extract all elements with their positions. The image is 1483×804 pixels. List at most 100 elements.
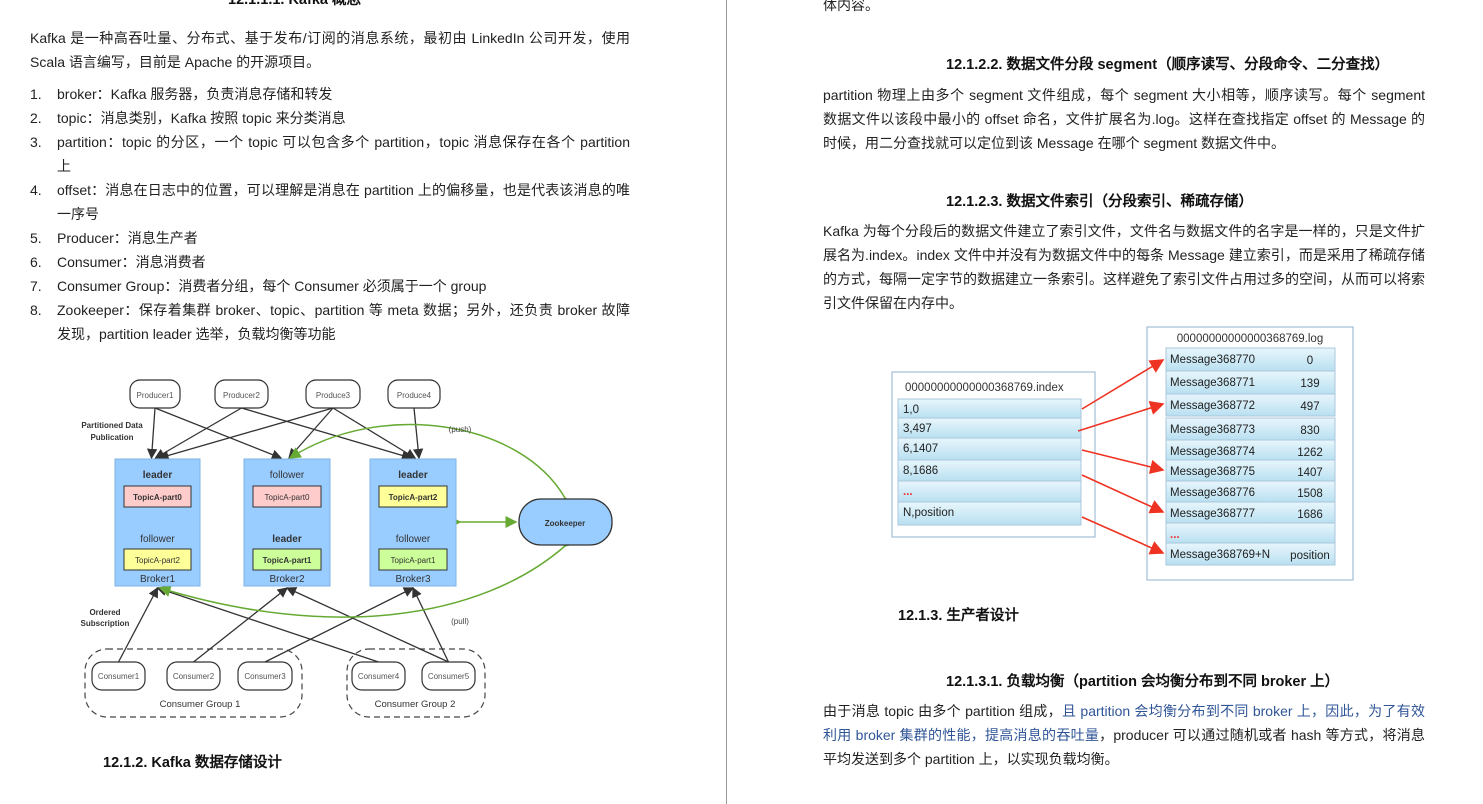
list-text: Consumer：消息消费者 [57,254,206,270]
log-row [1165,522,1336,544]
broker-name: Broker2 [269,574,304,585]
consumer-label: Consumer4 [358,672,400,681]
list-number: 3. [30,134,42,150]
list-text: partition：topic 的分区，一个 topic 可以包含多个 part… [57,134,630,174]
producer-node [214,379,269,409]
producer-label: Produce4 [397,391,432,400]
list-number: 8. [30,302,42,318]
broker-role-label: leader [143,470,173,481]
section-heading-index: 12.1.2.3. 数据文件索引（分段索引、稀疏存储） [946,194,1253,210]
list-number: 5. [30,230,42,246]
index-pointer-arrow [1081,359,1165,410]
index-pointer-arrow [1081,449,1165,474]
load-balance-paragraph: 由于消息 topic 由多个 partition 组成，且 partition … [823,699,1425,771]
broker-role-label: follower [140,534,175,545]
partition-label: TopicA-part0 [133,493,182,502]
zookeeper-pull-arrow [158,534,577,618]
partition-box [123,485,192,508]
list-number: 2. [30,110,42,126]
log-position: 0 [1307,355,1313,367]
producer-node [305,379,361,409]
list-text: broker：Kafka 服务器，负责消息存储和转发 [57,86,333,102]
list-text: offset：消息在日志中的位置，可以理解是消息在 partition 上的偏移… [57,182,630,222]
section-heading-load-balance: 12.1.3.1. 负载均衡（partition 会均衡分布到不同 broker… [946,674,1340,690]
segment-paragraph: partition 物理上由多个 segment 文件组成，每个 segment… [823,87,1425,151]
log-position: 1686 [1297,509,1323,521]
consumer-node [166,661,221,691]
log-position: 1262 [1297,447,1323,459]
publish-arrow [154,407,242,459]
publish-arrow [146,407,158,460]
continued-text: 体内容。 [823,0,879,13]
list-item: 6.Consumer：消息消费者 [30,250,630,274]
consumer-label: Consumer5 [428,672,470,681]
partition-box [378,485,448,508]
index-row [897,480,1082,503]
list-item: 5.Producer：消息生产者 [30,226,630,250]
partition-box [123,548,192,571]
list-item: 4. offset：消息在日志中的位置，可以理解是消息在 partition 上的… [30,178,630,226]
index-pointer-arrow [1077,401,1165,432]
partition-box [252,485,322,508]
list-number: 4. [30,182,42,198]
partition-label: TopicA-part2 [135,556,180,565]
producer-label: Producer2 [223,391,260,400]
list-item: 7.Consumer Group：消费者分组，每个 Consumer 必须属于一… [30,274,630,298]
publish-arrow [154,407,283,460]
partition-label: TopicA-part1 [263,556,312,565]
list-number: 1. [30,86,42,102]
index-pointer-arrow [1081,474,1165,514]
log-message-name: Message368776 [1170,487,1255,499]
consumer-label: Consumer1 [98,672,140,681]
section-heading-storage-design: 12.1.2. Kafka 数据存储设计 [103,755,282,771]
partition-label: TopicA-part0 [265,493,310,502]
publish-arrow [158,407,334,461]
producer-label: Produce3 [316,391,351,400]
index-row [897,398,1082,419]
list-text: Consumer Group：消费者分组，每个 Consumer 必须属于一个 … [57,278,487,294]
intro-paragraph: Kafka 是一种高吞吐量、分布式、基于发布/订阅的消息系统，最初由 Linke… [30,30,630,70]
index-paragraph: Kafka 为每个分段后的数据文件建立了索引文件，文件名与数据文件的名字是一样的… [823,223,1425,311]
list-text: topic：消息类别，Kafka 按照 topic 来分类消息 [57,110,346,126]
publication-label: Partitioned Data [81,421,143,430]
broker-name: Broker1 [140,574,175,585]
consumer-node [237,661,293,691]
section-heading-kafka-concepts: 12.1.1.1. Kafka 概念 [228,0,361,8]
partition-box [378,548,448,571]
index-row [897,501,1082,526]
subscribe-arrow [156,585,379,663]
broker-role-label: follower [270,470,305,481]
list-item: 3. partition：topic 的分区，一个 topic 可以包含多个 pa… [30,130,630,178]
pull-label: (pull) [451,617,469,626]
consumer-label: Consumer2 [173,672,215,681]
subscription-label: Ordered [89,608,120,617]
producer-node [387,379,441,409]
producer-label: Producer1 [137,391,174,400]
text-run: ，producer 可以通过随机或者 hash 等方式，将消息平均发送到多个 p… [823,727,1426,767]
subscription-label: Subscription [81,619,130,628]
log-message-name: Message368774 [1170,446,1256,458]
publish-arrow [412,407,424,460]
log-message-name: ... [1170,529,1180,541]
index-entry: 8,1686 [903,465,938,477]
index-log-diagram: 00000000000000368769.index1,03,4976,1407… [891,326,1354,581]
page-divider [726,0,727,804]
index-entry: 3,497 [903,423,932,435]
publication-label: Publication [90,433,133,442]
partition-box [252,548,322,571]
section-heading-segment: 12.1.2.2. 数据文件分段 segment（顺序读写、分段命令、二分查找） [946,57,1390,73]
consumer-node [91,661,146,691]
index-entry: N,position [903,507,954,519]
partition-label: TopicA-part1 [391,556,436,565]
log-position: position [1290,550,1330,562]
subscribe-arrow [412,586,450,663]
index-entry: 1,0 [903,404,919,416]
log-message-name: Message368775 [1170,466,1255,478]
zookeeper-node [518,498,613,546]
index-file-name: 00000000000000368769.index [905,382,1064,394]
kafka-architecture-diagram: Producer1 Producer2 Produce3 Produce4 leader… [81,379,613,718]
log-message-name: Message368773 [1170,424,1255,436]
consumer-label: Consumer3 [244,672,286,681]
highlighted-text-run: 且 partition 会均衡分布到不同 broker 上，因此，为了有效利用 … [823,703,1426,743]
list-item: 1. broker：Kafka 服务器，负责消息存储和转发 [30,82,630,106]
